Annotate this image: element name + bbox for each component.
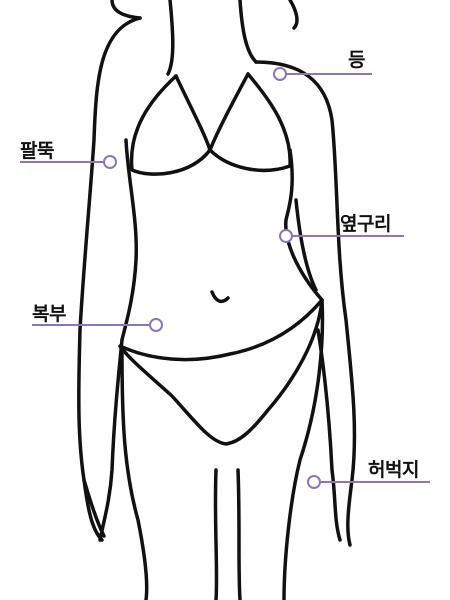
right-leg-outer: [282, 298, 325, 600]
label-back: 등: [348, 49, 365, 71]
left-arm-inner: [120, 138, 139, 342]
right-forearm: [316, 328, 342, 542]
right-arm-inner: [294, 198, 318, 292]
right-arm-outer: [254, 60, 357, 547]
left-forearm-inner: [98, 338, 124, 542]
marker-belly: [149, 318, 163, 332]
bikini-top: [129, 72, 292, 176]
left-leg-outer: [120, 350, 149, 600]
marker-thigh: [307, 475, 321, 489]
label-abdomen: 복부: [32, 303, 66, 325]
marker-side: [279, 229, 293, 243]
hair-left: [110, 0, 142, 20]
hair-right: [288, 0, 299, 30]
navel: [210, 290, 230, 304]
label-flank: 옆구리: [340, 213, 391, 235]
neck-left: [166, 0, 175, 76]
left-leg-inner: [213, 468, 219, 600]
left-arm-outer: [77, 16, 142, 542]
right-leg-inner: [236, 468, 242, 600]
marker-arm: [103, 155, 117, 169]
bikini-strap-right: [208, 72, 250, 152]
bikini-strap-left: [174, 74, 212, 152]
right-torso-side: [284, 148, 324, 302]
marker-back: [273, 67, 287, 81]
bikini-bottom: [118, 298, 324, 446]
neck-right: [238, 0, 258, 64]
label-upper-arm: 팔뚝: [20, 140, 54, 162]
label-thigh: 허벅지: [368, 459, 419, 481]
left-hand: [82, 478, 106, 538]
